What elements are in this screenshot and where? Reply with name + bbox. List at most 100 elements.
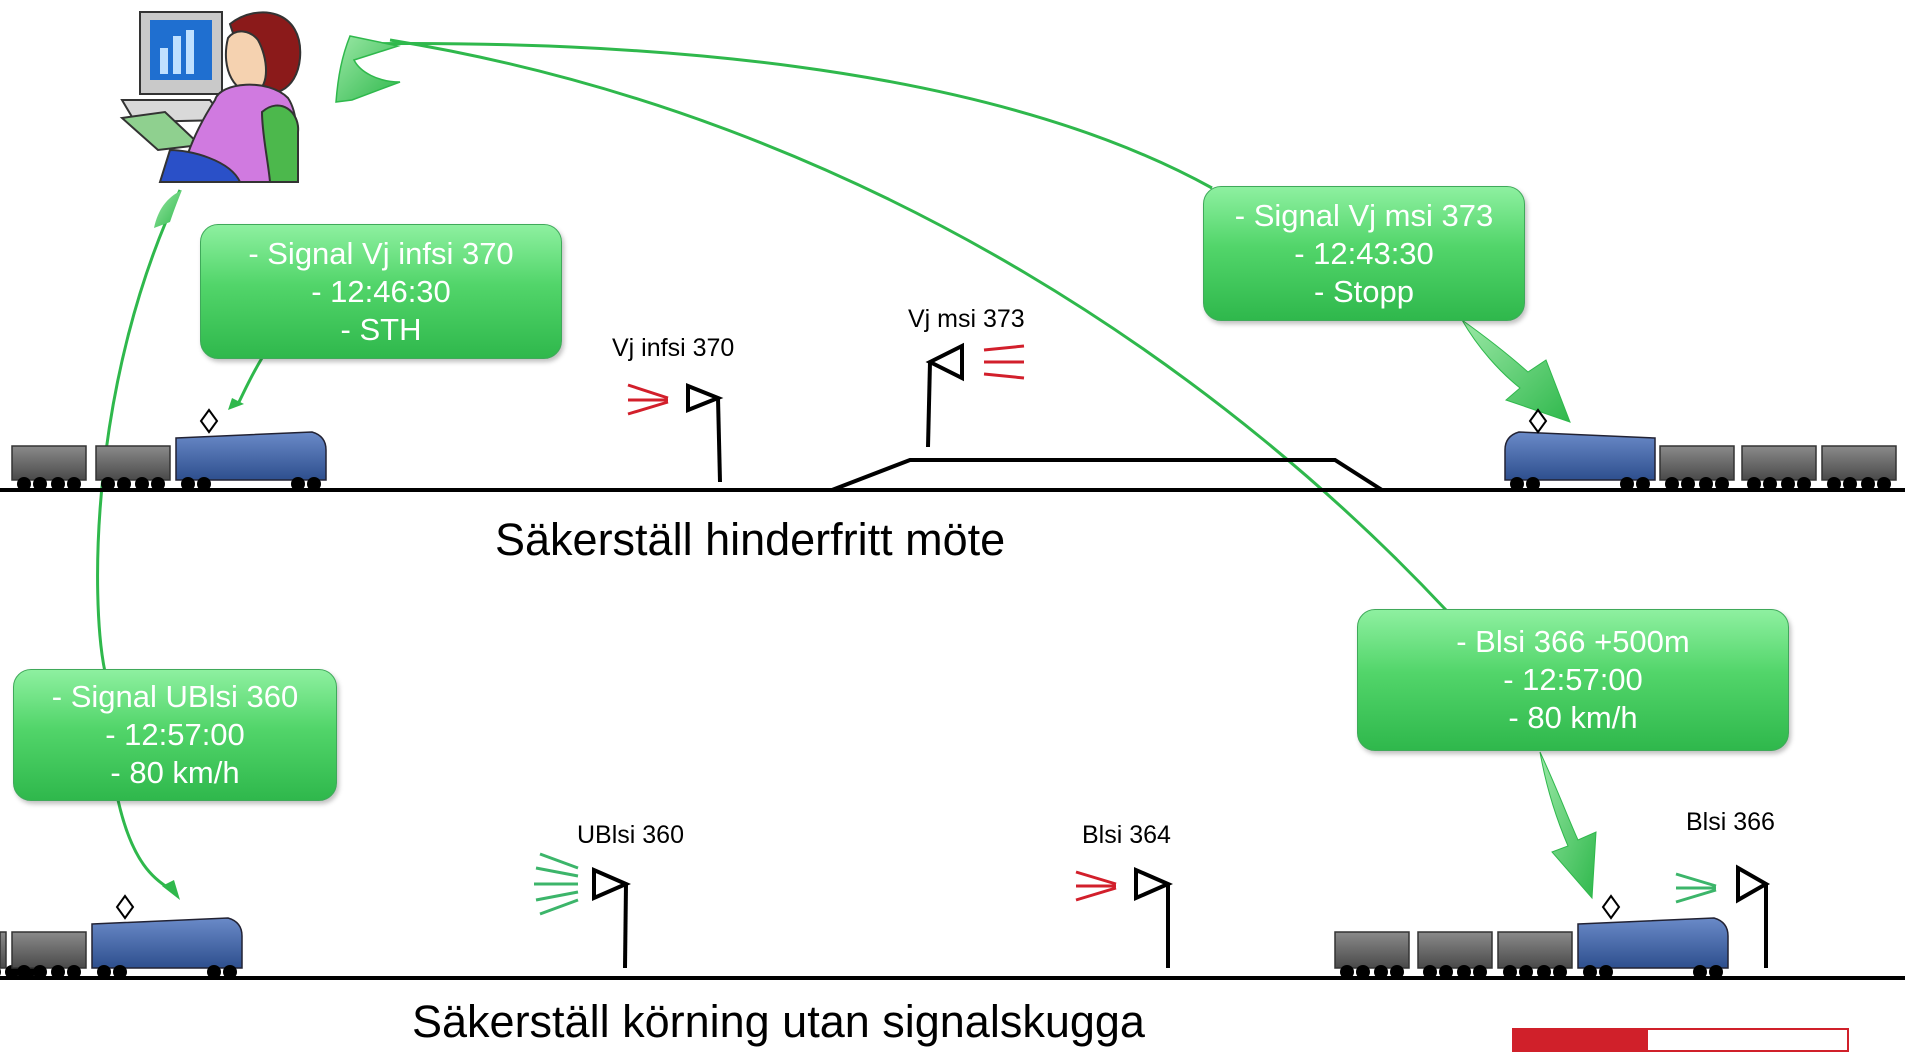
red-aspect-vj-msi <box>983 344 1025 380</box>
caption-bottom: Säkerställ körning utan signalskugga <box>412 996 1145 1047</box>
wheel <box>135 477 149 491</box>
signal-blsi-366 <box>1736 864 1771 968</box>
wheel <box>67 477 81 491</box>
arrow-vj-msi-callout-to-train <box>1461 319 1571 423</box>
arrow-blsi366-callout-to-train <box>1539 751 1597 900</box>
callout-line-3: - Stopp <box>1314 273 1414 309</box>
locomotive <box>1577 917 1729 969</box>
trains <box>0 408 1897 979</box>
wheel <box>1620 477 1634 491</box>
freight-wagon <box>0 931 7 969</box>
wheel <box>117 477 131 491</box>
wheel <box>1390 965 1404 979</box>
signal-blsi-364 <box>1134 866 1173 968</box>
dispatcher-at-computer-icon <box>119 11 302 183</box>
label-blsi-364: Blsi 364 <box>1082 821 1171 849</box>
green-aspect-ublsi <box>534 852 579 916</box>
freight-wagon <box>1334 931 1410 969</box>
arrow-ublsi-callout-to-train <box>116 799 173 892</box>
wheel <box>1553 965 1567 979</box>
wheel <box>51 477 65 491</box>
wheel <box>291 477 305 491</box>
wheel <box>1877 477 1891 491</box>
wheel <box>1843 477 1857 491</box>
callout-line-3: - 80 km/h <box>110 755 240 790</box>
wheel <box>1763 477 1777 491</box>
callout-vj-infsi-370: - Signal Vj infsi 370 - 12:46:30 - STH <box>200 224 562 359</box>
wheel <box>1599 965 1613 979</box>
wheel <box>1510 477 1524 491</box>
wheel <box>67 965 81 979</box>
locomotive <box>1504 431 1656 481</box>
callout-line-1: - Signal UBlsi 360 <box>51 679 299 714</box>
wheel <box>97 965 111 979</box>
wheel <box>1583 965 1597 979</box>
locomotive <box>175 431 327 481</box>
callout-blsi-366: - Blsi 366 +500m - 12:57:00 - 80 km/h <box>1357 609 1789 751</box>
label-blsi-366: Blsi 366 <box>1686 808 1775 836</box>
wheel <box>1681 477 1695 491</box>
arrow-head-small-2 <box>162 880 180 900</box>
wheel <box>51 965 65 979</box>
wheel <box>1473 965 1487 979</box>
signal-ublsi-360 <box>592 866 631 969</box>
callout-line-3: - STH <box>340 311 422 347</box>
freight-wagon <box>1497 931 1573 969</box>
callout-line-1: - Signal Vj msi 373 <box>1234 197 1494 233</box>
wheel <box>33 965 47 979</box>
wheel <box>1457 965 1471 979</box>
wheel <box>181 477 195 491</box>
wheel <box>101 477 115 491</box>
callout-line-2: - 12:46:30 <box>311 273 451 309</box>
wheel <box>1439 965 1453 979</box>
locomotive <box>91 917 243 969</box>
callout-vj-msi-373: - Signal Vj msi 373 - 12:43:30 - Stopp <box>1203 186 1525 321</box>
passing-loop-track <box>831 458 1384 492</box>
wheel <box>1340 965 1354 979</box>
callout-line-1: - Blsi 366 +500m <box>1456 624 1690 659</box>
label-vj-infsi-370: Vj infsi 370 <box>612 334 735 362</box>
label-ublsi-360: UBlsi 360 <box>577 821 684 849</box>
freight-wagon <box>1417 931 1493 969</box>
freight-wagon <box>1659 445 1735 481</box>
callout-line-3: - 80 km/h <box>1508 700 1638 735</box>
wheel <box>0 968 1 976</box>
wheel <box>1709 965 1723 979</box>
wheel <box>1636 477 1650 491</box>
wheel <box>1374 965 1388 979</box>
pantograph-icon <box>199 408 219 434</box>
arrow-to-blsi366-callout <box>389 38 1448 612</box>
callout-line-2: - 12:57:00 <box>1503 662 1643 697</box>
wheel <box>33 477 47 491</box>
arrow-head-left <box>154 190 182 228</box>
wheel <box>1356 965 1370 979</box>
wheel <box>113 965 127 979</box>
freight-wagon <box>1741 445 1817 481</box>
wheel <box>1693 965 1707 979</box>
wheel <box>1715 477 1729 491</box>
caption-top: Säkerställ hinderfritt möte <box>495 514 1006 565</box>
wheel <box>1861 477 1875 491</box>
pantograph-icon <box>1601 894 1621 920</box>
freight-wagon <box>1821 445 1897 481</box>
wheel <box>17 477 31 491</box>
red-aspect-vj-infsi <box>627 383 669 416</box>
wheel <box>1503 965 1517 979</box>
arrow-to-vj-msi-callout <box>349 42 1213 190</box>
wheel <box>17 965 31 979</box>
wheel <box>1797 477 1811 491</box>
wheel <box>197 477 211 491</box>
pantograph-icon <box>1528 408 1548 434</box>
wheel <box>1519 965 1533 979</box>
wheel <box>1699 477 1713 491</box>
signal-vj-infsi-370 <box>686 383 724 483</box>
green-aspect-blsi-366 <box>1675 872 1717 904</box>
wheel <box>1781 477 1795 491</box>
label-vj-msi-373: Vj msi 373 <box>908 305 1025 333</box>
wheel <box>1665 477 1679 491</box>
wheel <box>1423 965 1437 979</box>
wheel <box>1747 477 1761 491</box>
arrow-head-small-1 <box>228 398 244 410</box>
freight-wagon <box>11 445 87 481</box>
